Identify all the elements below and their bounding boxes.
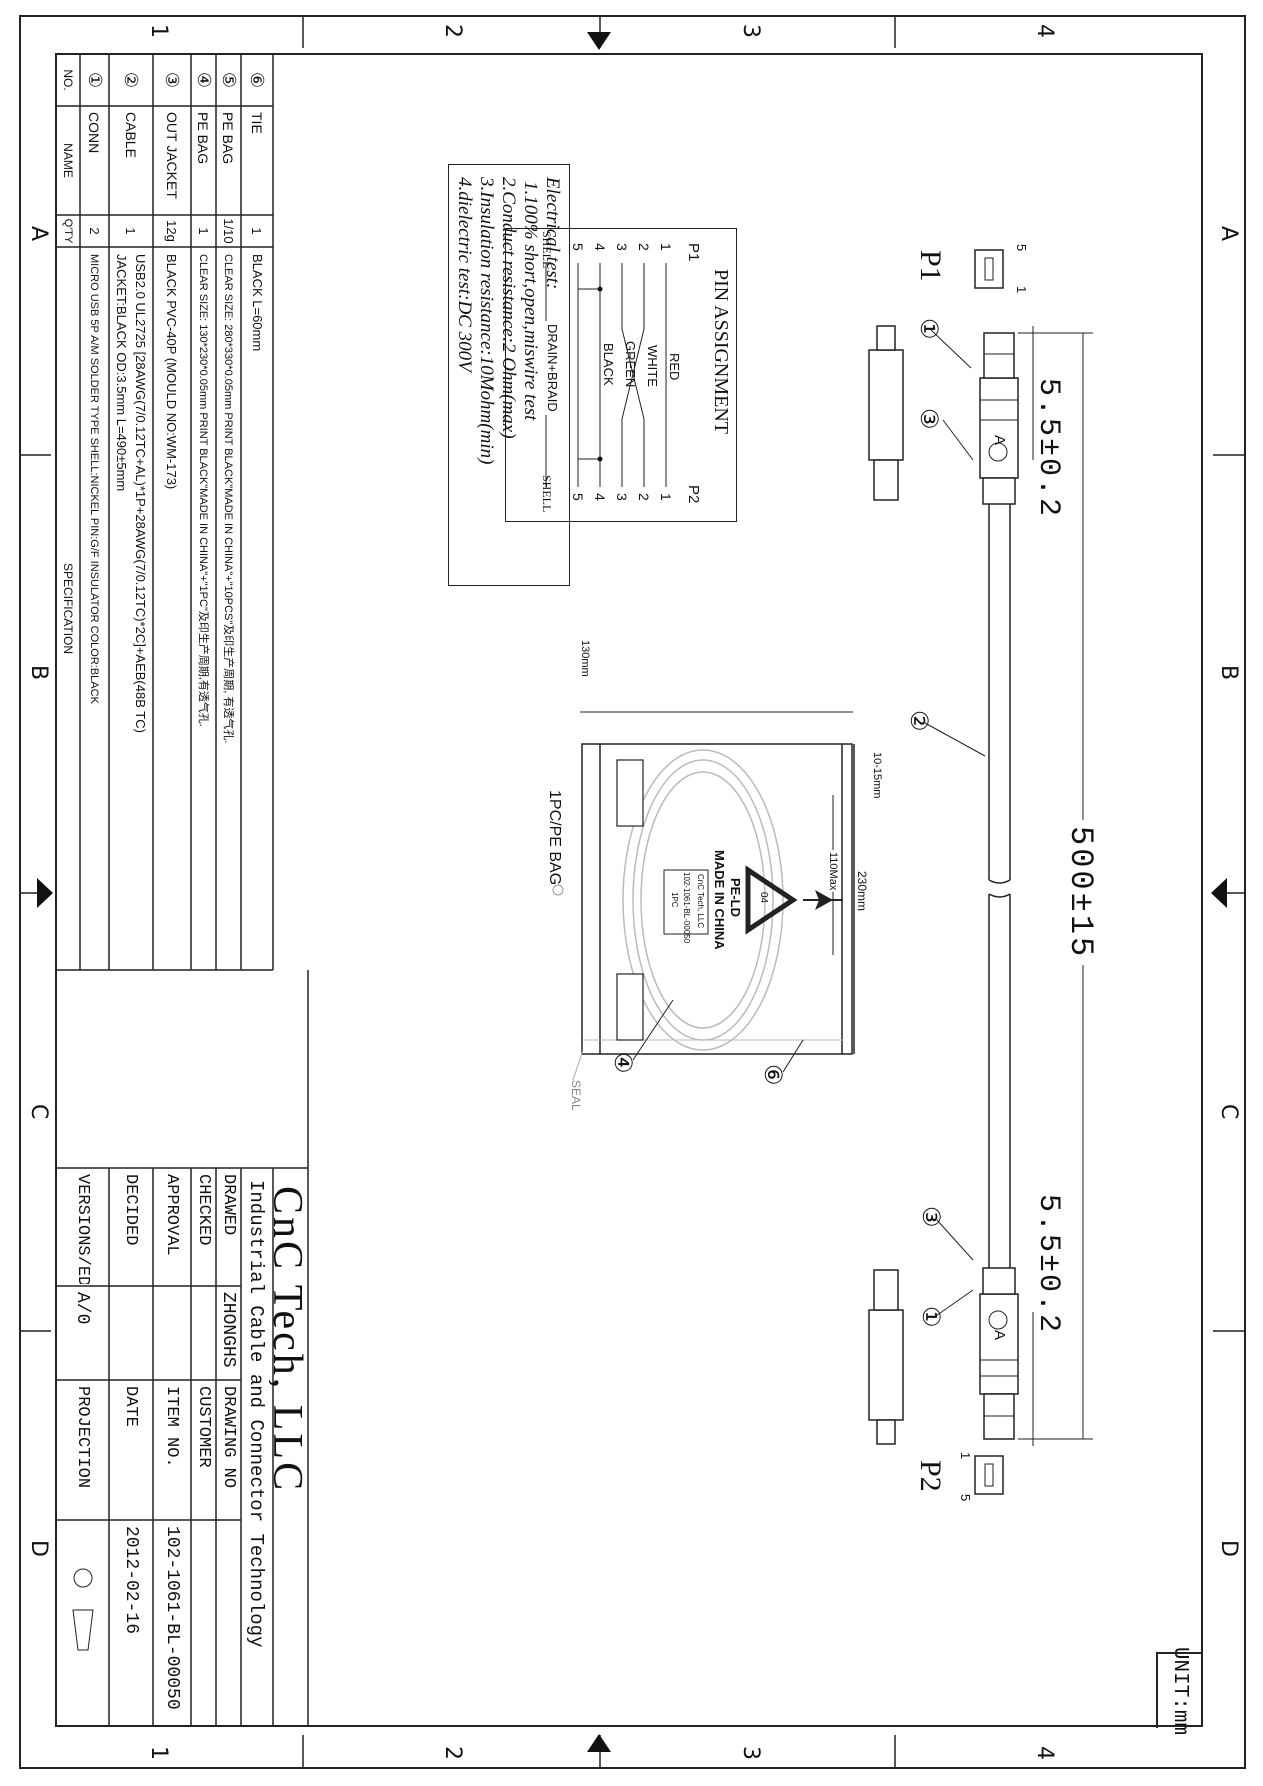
company-name: CnC Tech, LLC [269,1186,305,1494]
date-value: 2012-02-16 [121,1526,141,1635]
inner-border [55,53,1203,1727]
center-arrow [1211,878,1227,908]
center-arrow [587,32,611,50]
recycle-icon [745,865,798,935]
cable-break [988,879,1011,884]
center-arrow [37,878,53,908]
company-tagline: Industrial Cable and Connector Technolog… [245,1180,267,1648]
pin-assignment-box: PIN ASSIGNMENT P1 P2 1 2 3 4 5 1 2 3 4 5 [505,228,737,522]
item-no-label: ITEM NO. [162,1386,182,1468]
projection-symbol-icon [73,1568,93,1588]
bag-label [663,869,709,935]
p1-plug-shell [983,332,1015,379]
version-label: VERSIONS/EDITION [73,1174,92,1284]
drawed-value: ZHONGHS [218,1292,239,1368]
p1-face-view [974,249,1004,289]
version-value: A/0 [72,1292,93,1325]
cable-break [988,893,1011,898]
drawed-label: DRAWED [219,1174,238,1236]
p2-strain-relief [982,1267,1016,1295]
p1-strain-relief [982,477,1016,505]
bag-outline [581,743,853,1055]
projection-symbol-icon [72,1609,94,1651]
checked-label: CHECKED [194,1174,213,1246]
p2-face-view [974,1455,1004,1495]
pin-wiring-svg [545,263,667,487]
customer-label: CUSTOMER [194,1386,213,1468]
outer-border [19,15,1246,1769]
date-label: DATE [121,1386,141,1427]
center-arrow [587,1734,611,1752]
item-no-value: 102-1061-BL-00050 [162,1526,182,1710]
decided-label: DECIDED [121,1174,141,1246]
usb-symbol-icon [988,442,1008,462]
usb-symbol-icon [988,1310,1008,1330]
drawing-no-label: DRAWING NO [219,1386,238,1489]
approval-label: APPROVAL [162,1174,182,1256]
projection-label: PROJECTION [73,1386,92,1489]
